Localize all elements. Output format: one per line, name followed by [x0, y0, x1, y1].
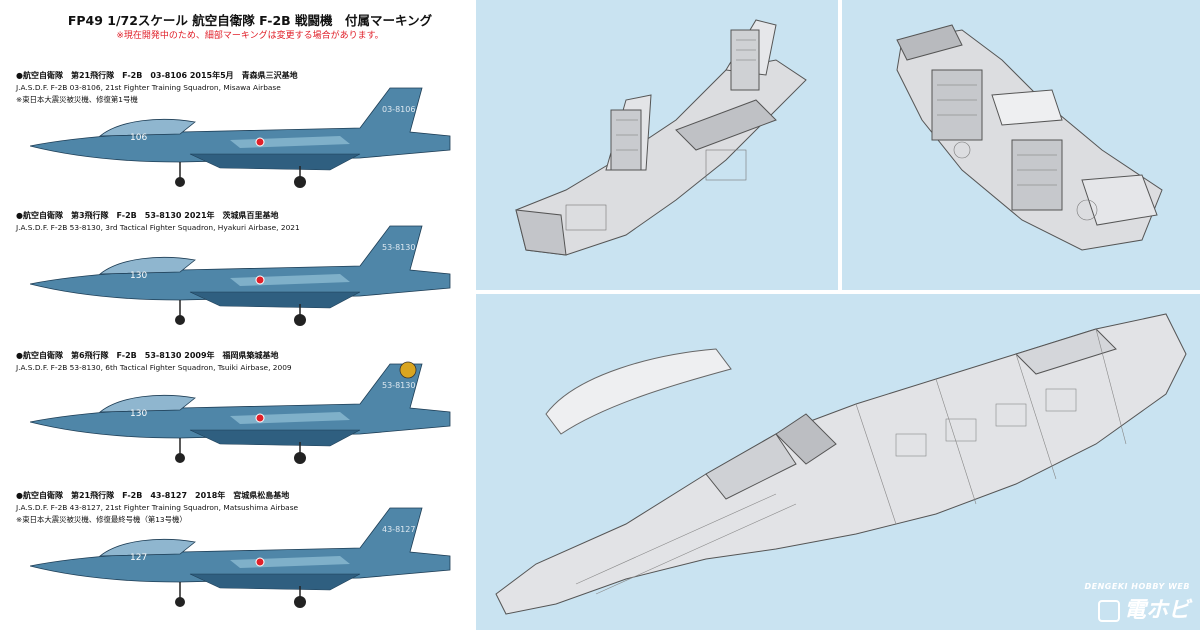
jet-profile-4: 43-8127 127: [29, 500, 460, 612]
hinomaru: [255, 137, 265, 147]
marking-entry: ●航空自衛隊 第3飛行隊 F-2B 53-8130 2021年 茨城県百里基地 …: [16, 210, 466, 232]
main-wheel: [294, 452, 306, 464]
main-wheel: [294, 176, 306, 188]
marking-entry: ●航空自衛隊 第21飛行隊 F-2B 03-8106 2015年5月 青森県三沢…: [16, 70, 466, 105]
guide-title: FP49 1/72スケール 航空自衛隊 F-2B 戦闘機 付属マーキング: [67, 13, 433, 28]
marking-en: J.A.S.D.F. F-2B 53-8130, 3rd Tactical Fi…: [16, 223, 300, 232]
marking-jp: ●航空自衛隊 第3飛行隊 F-2B 53-8130 2021年 茨城県百里基地: [16, 211, 279, 220]
serial-label: 53-8130: [382, 243, 415, 252]
hinomaru: [255, 557, 265, 567]
canopy: [98, 256, 196, 275]
jet-fuselage: [29, 225, 451, 301]
canopy: [98, 394, 196, 413]
jet-fuselage: [29, 363, 451, 439]
intake: [189, 573, 361, 591]
marking-jp: ●航空自衛隊 第21飛行隊 F-2B 43-8127 2018年 宮城県松島基地: [16, 491, 290, 500]
canopy: [98, 538, 196, 557]
jet-profile-2: 53-8130 130: [29, 218, 460, 330]
intake: [189, 291, 361, 309]
marking-entry: ●航空自衛隊 第6飛行隊 F-2B 53-8130 2009年 福岡県築城基地 …: [16, 350, 466, 372]
main-wheel: [294, 314, 306, 326]
marking-en: J.A.S.D.F. F-2B 03-8106, 21st Fighter Tr…: [16, 83, 281, 92]
nose-wheel: [175, 597, 185, 607]
jet-profile-3: 53-8130 130: [29, 356, 460, 468]
marking-guide: FP49 1/72スケール 航空自衛隊 F-2B 戦闘機 付属マーキング ※現在…: [0, 0, 470, 630]
main-wheel: [294, 596, 306, 608]
watermark-site: DENGEKI HOBBY WEB: [1084, 582, 1190, 591]
jet-fuselage: [29, 507, 451, 583]
marking-jp: ●航空自衛隊 第21飛行隊 F-2B 03-8106 2015年5月 青森県三沢…: [16, 71, 298, 80]
nose-number: 106: [130, 133, 147, 143]
brand-logo-icon: [1097, 600, 1120, 622]
nose-number: 130: [130, 271, 147, 281]
guide-note: ※現在開発中のため、細部マーキングは変更する場合があります。: [116, 31, 384, 41]
intake: [189, 429, 361, 447]
marking-sub: ※東日本大震災被災機、修復最終号機（第13号機）: [16, 515, 187, 524]
hinomaru: [255, 413, 265, 423]
jet-profile-1: 03-8106 106: [29, 80, 460, 192]
nose-wheel: [175, 453, 185, 463]
hinomaru: [255, 275, 265, 285]
serial-label: 53-8130: [382, 381, 415, 390]
serial-label: 03-8106: [382, 105, 415, 114]
nose-number: 127: [130, 553, 147, 563]
nose-wheel: [175, 315, 185, 325]
watermark-brand: 電ホビ: [1123, 598, 1190, 623]
marking-en: J.A.S.D.F. F-2B 53-8130, 6th Tactical Fi…: [16, 363, 292, 372]
fuselage-render: DENGEKI HOBBY WEB 電ホビ: [476, 294, 1200, 630]
marking-jp: ●航空自衛隊 第6飛行隊 F-2B 53-8130 2009年 福岡県築城基地: [16, 351, 279, 360]
marking-en: J.A.S.D.F. F-2B 43-8127, 21st Fighter Tr…: [16, 503, 299, 512]
cockpit-tub-render: [476, 0, 838, 290]
nose-number: 130: [130, 409, 147, 419]
cockpit-tub-alt-render: [842, 0, 1200, 290]
marking-entry: ●航空自衛隊 第21飛行隊 F-2B 43-8127 2018年 宮城県松島基地…: [16, 490, 466, 525]
watermark: DENGEKI HOBBY WEB 電ホビ: [1084, 582, 1190, 624]
jet-fuselage: [29, 87, 451, 163]
marking-sub: ※東日本大震災被災機、修復第1号機: [16, 95, 138, 104]
serial-label: 43-8127: [382, 525, 415, 534]
nose-wheel: [175, 177, 185, 187]
canopy: [98, 118, 196, 137]
squadron-emblem-icon: [399, 361, 417, 379]
intake: [189, 153, 361, 171]
